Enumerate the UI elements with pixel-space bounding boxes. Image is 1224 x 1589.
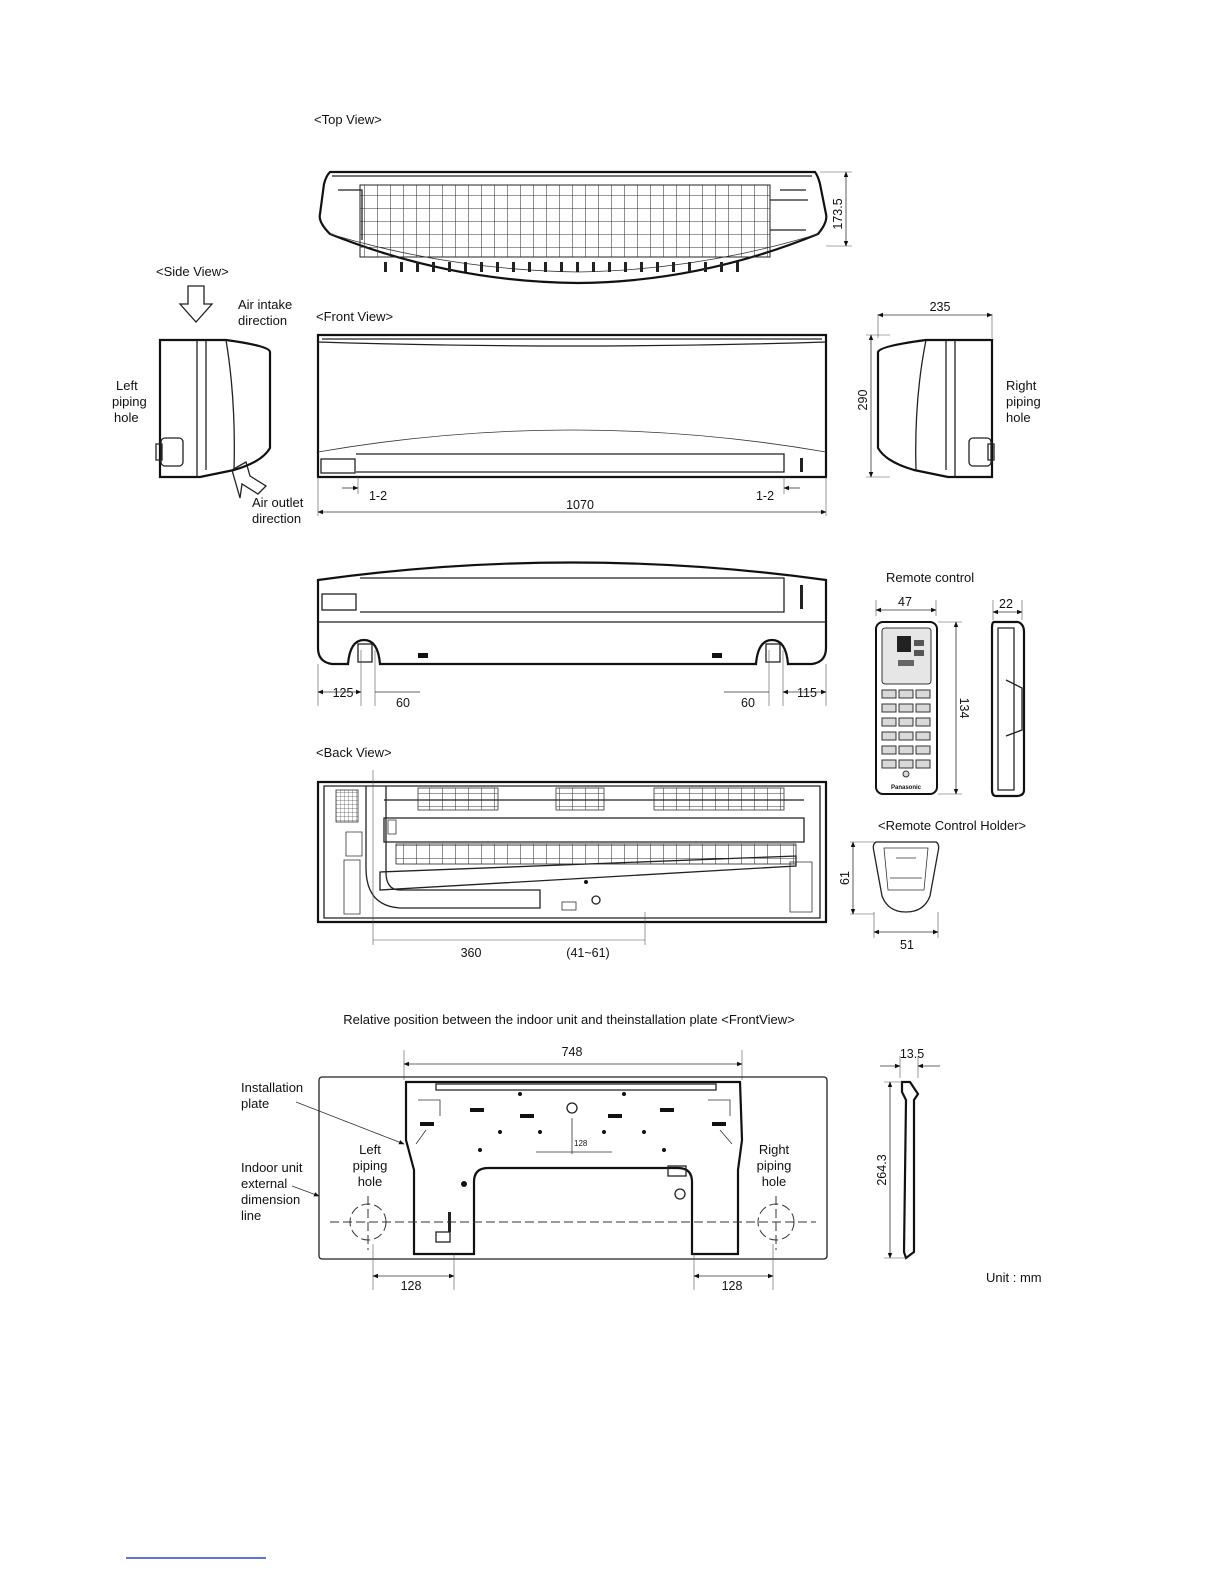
dim-top-depth: 173.5	[831, 198, 845, 229]
top-view-title: <Top View>	[314, 112, 382, 127]
remote-control-holder: <Remote Control Holder> 61 51	[838, 818, 1026, 952]
installation-plate-outline	[404, 1080, 744, 1256]
dim-bottom-left-hole: 60	[396, 696, 410, 710]
remote-holder-outline	[872, 841, 940, 913]
right-piping-label-2: piping	[1006, 394, 1041, 409]
plate-profile-outline	[900, 1080, 920, 1260]
front-view-display-window	[320, 458, 356, 474]
dim-bottom-right-offset: 115	[797, 686, 817, 700]
indoor-unit-label-2: external	[241, 1176, 287, 1191]
right-piping-hole-marker	[968, 437, 992, 467]
back-view-title: <Back View>	[316, 745, 392, 760]
remote-control-title: Remote control	[886, 570, 974, 585]
left-piping-label-2: piping	[112, 394, 147, 409]
top-view-outline	[318, 170, 828, 285]
dim-plate-height: 264.3	[875, 1154, 889, 1185]
back-view-outline	[316, 780, 828, 924]
remote-buttons	[881, 689, 931, 778]
left-piping-label: Left	[116, 378, 138, 393]
unit-label: Unit : mm	[986, 1270, 1042, 1285]
back-view: <Back View> 360 (41~61)	[316, 745, 828, 960]
dim-remote-width: 47	[898, 595, 912, 609]
top-view-air-intake-grille	[359, 184, 771, 258]
plate-left-piping-label: Left	[359, 1142, 381, 1157]
plate-right-piping-label-2: piping	[757, 1158, 792, 1173]
side-view-title: <Side View>	[156, 264, 229, 279]
dim-plate-center: 128	[574, 1139, 588, 1148]
dim-plate-128-right: 128	[722, 1279, 743, 1293]
dim-plate-depth: 13.5	[900, 1047, 924, 1061]
air-intake-label: Air intake	[238, 297, 292, 312]
dim-back-360: 360	[461, 946, 482, 960]
plate-left-piping-label-2: piping	[353, 1158, 388, 1173]
relative-position-title: Relative position between the indoor uni…	[343, 1012, 794, 1027]
dim-plate-128-left: 128	[401, 1279, 422, 1293]
dim-plate-width: 748	[562, 1045, 583, 1059]
indoor-unit-label-3: dimension	[241, 1192, 300, 1207]
side-view-outline	[158, 338, 272, 479]
right-side-view-outline	[876, 338, 994, 479]
dim-holder-height: 61	[838, 871, 852, 885]
right-side-view: 235 290 Right piping hole	[856, 300, 1041, 479]
front-view: <Front View> 1-2 1-2 1070	[316, 309, 828, 516]
installation-plate-label: Installation	[241, 1080, 303, 1095]
dim-bottom-right-hole: 60	[741, 696, 755, 710]
front-view-outline	[316, 333, 828, 479]
dim-remote-height: 134	[957, 698, 971, 719]
dim-remote-thickness: 22	[999, 597, 1013, 611]
down-arrow-icon	[178, 285, 214, 323]
right-piping-label-3: hole	[1006, 410, 1031, 425]
installation-plate-view: Relative position between the indoor uni…	[241, 1012, 828, 1293]
front-view-title: <Front View>	[316, 309, 393, 324]
back-view-drain-pan	[379, 855, 797, 891]
plate-right-piping-label: Right	[759, 1142, 790, 1157]
indoor-unit-label: Indoor unit	[241, 1160, 303, 1175]
bottom-view-outline	[316, 561, 828, 666]
dim-width: 1070	[566, 498, 594, 512]
plate-left-piping-label-3: hole	[358, 1174, 383, 1189]
right-piping-label: Right	[1006, 378, 1037, 393]
installation-plate-label-2: plate	[241, 1096, 269, 1111]
dim-height: 290	[856, 390, 870, 411]
dim-holder-width: 51	[900, 938, 914, 952]
dim-side-depth: 235	[930, 300, 951, 314]
top-view: <Top View> 173.5	[314, 112, 852, 285]
indoor-unit-label-4: line	[241, 1208, 261, 1223]
installation-plate-slots	[415, 1092, 733, 1243]
left-piping-label-3: hole	[114, 410, 139, 425]
dim-gap-right: 1-2	[756, 489, 774, 503]
air-intake-label-2: direction	[238, 313, 287, 328]
dim-back-range: (41~61)	[566, 946, 609, 960]
side-view: <Side View> Air intake direction Left pi…	[112, 264, 304, 526]
remote-holder-title: <Remote Control Holder>	[878, 818, 1026, 833]
indoor-unit-dimension-line	[318, 1076, 828, 1260]
back-view-piping	[365, 786, 541, 909]
air-outlet-label-2: direction	[252, 511, 301, 526]
dim-gap-left: 1-2	[369, 489, 387, 503]
remote-control: Remote control 47	[875, 570, 1026, 798]
plate-right-piping-label-3: hole	[762, 1174, 787, 1189]
dim-bottom-left-offset: 125	[333, 686, 354, 700]
top-view-front-slots	[380, 262, 740, 272]
remote-side-profile	[990, 620, 1026, 798]
plate-side-profile: 13.5 264.3 Unit : mm	[875, 1047, 1042, 1285]
remote-brand-logo: Panasonic	[891, 785, 922, 791]
air-outlet-label: Air outlet	[252, 495, 304, 510]
bottom-view: 125 60 60 115	[316, 561, 828, 710]
diagonal-arrow-icon	[231, 461, 268, 499]
left-piping-hole-marker	[160, 437, 184, 467]
